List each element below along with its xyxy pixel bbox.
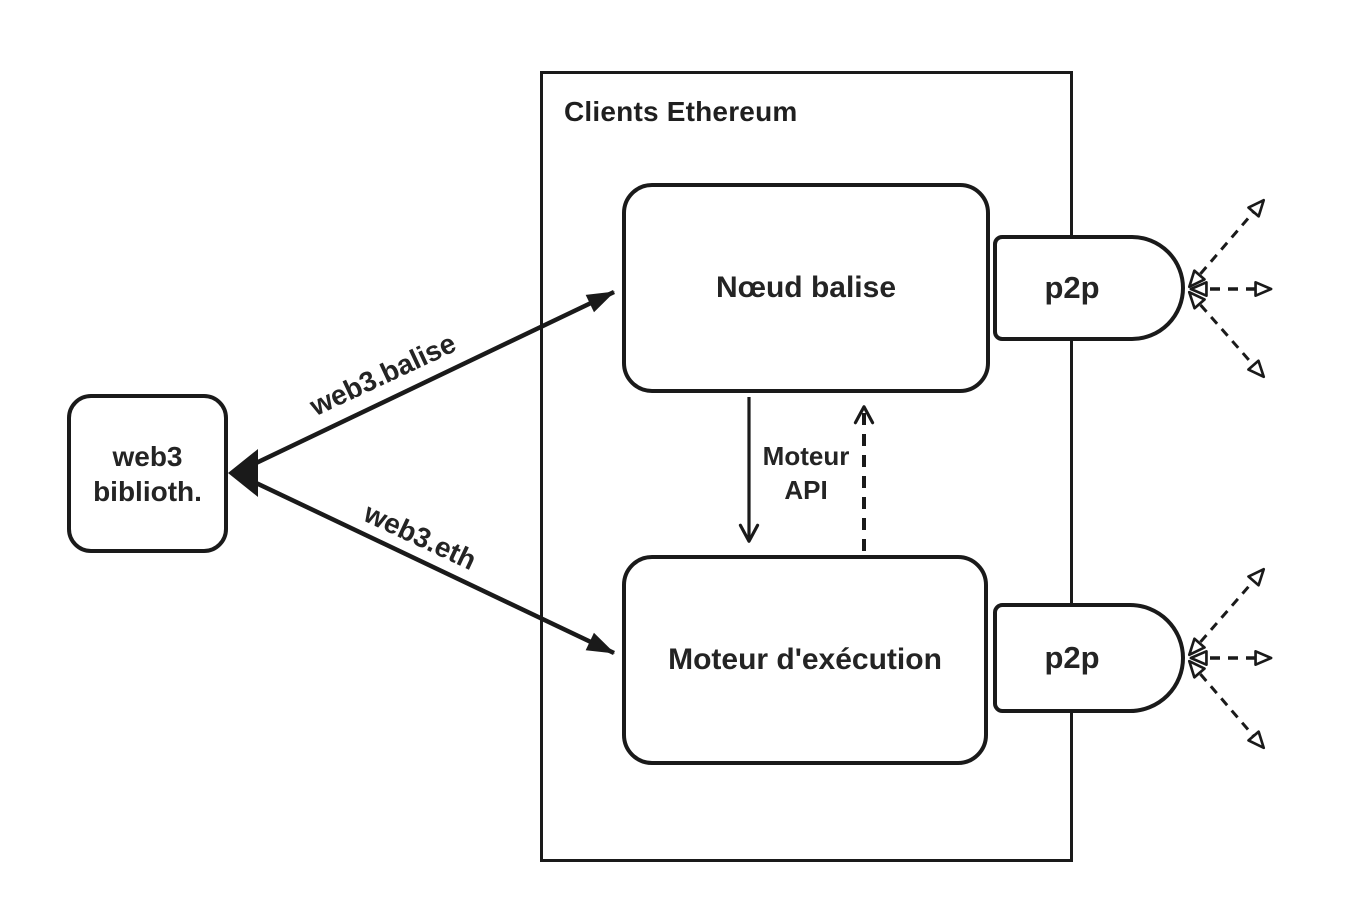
edge-p2p-top-down [1187,290,1266,379]
web3-library-label-line2: biblioth. [93,475,202,507]
edge-p2p-bottom-up [1187,567,1266,657]
p2p-bottom-node: p2p [993,603,1185,713]
execution-engine-label: Moteur d'exécution [668,643,942,676]
edge-label-engine-api-line1: Moteur [762,441,850,471]
web3-library-node: web3 biblioth. [67,394,228,553]
edge-label-engine-api-line2: API [784,474,828,505]
edge-label-web3-eth: web3.eth [359,497,482,576]
edge-p2p-bottom-down [1187,659,1266,750]
p2p-top-label: p2p [1044,270,1100,305]
edge-p2p-top-up [1187,198,1266,289]
beacon-node-label: Nœud balise [715,271,896,304]
p2p-top-node: p2p [993,235,1185,341]
edge-web3-shared-arrowhead [228,449,258,497]
execution-engine-node: Moteur d'exécution [622,555,988,765]
beacon-node: Nœud balise [622,183,990,393]
web3-library-label-line1: web3 [112,440,183,472]
p2p-bottom-label: p2p [1044,640,1100,675]
edge-label-web3-balise: web3.balise [305,327,461,422]
edge-label-engine-api: Moteur API [746,440,866,508]
container-title: Clients Ethereum [564,96,798,127]
